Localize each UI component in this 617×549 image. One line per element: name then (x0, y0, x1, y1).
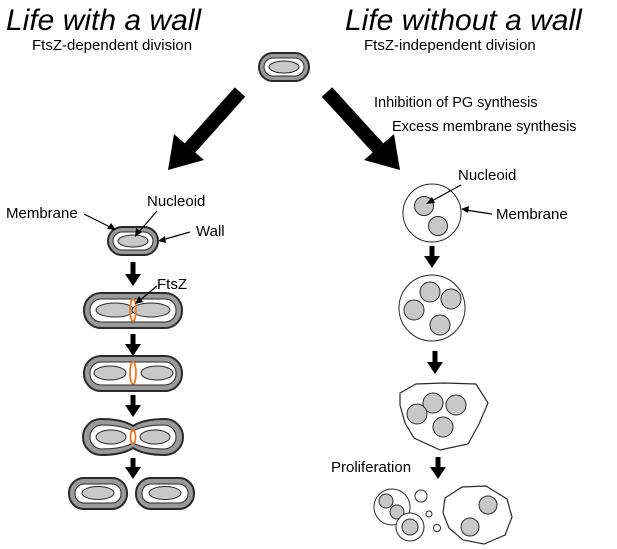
subtitle-right: FtsZ-independent division (364, 37, 536, 54)
label-membrane-left: Membrane (6, 205, 78, 222)
vesicle-3 (433, 524, 441, 532)
vesicle-2 (425, 510, 433, 518)
walled-cell-3 (83, 355, 183, 392)
label-nucleoid-right: Nucleoid (458, 167, 516, 184)
progeny-cell-small-2 (395, 512, 425, 542)
pointer-nucleoid-right (426, 184, 462, 204)
small-arrow-left-4 (125, 458, 141, 479)
condition-membrane: Excess membrane synthesis (392, 119, 577, 135)
pointer-wall (158, 231, 191, 243)
lform-cell-3 (399, 382, 489, 451)
daughter-cell-1 (68, 477, 128, 510)
small-arrow-left-1 (125, 262, 141, 286)
small-arrow-right-2 (427, 351, 443, 374)
subtitle-left: FtsZ-dependent division (32, 37, 192, 54)
title-right: Life without a wall (345, 4, 583, 37)
small-arrow-right-1 (424, 246, 440, 268)
ftsz-ring (129, 298, 137, 322)
vesicle-1 (414, 489, 428, 503)
condition-pg: Inhibition of PG synthesis (374, 95, 538, 111)
label-wall: Wall (196, 223, 225, 240)
pointer-membrane-right (461, 206, 493, 215)
small-arrow-right-3 (430, 457, 446, 479)
top-walled-cell (258, 52, 310, 82)
label-membrane-right: Membrane (496, 206, 568, 223)
small-arrow-left-2 (125, 334, 141, 356)
walled-cell-1 (107, 226, 159, 256)
pointer-nucleoid-left (135, 210, 158, 237)
small-arrow-left-3 (125, 395, 141, 417)
big-arrow-right (321, 87, 400, 170)
label-ftsz: FtsZ (157, 276, 187, 293)
walled-cell-4 (82, 417, 184, 457)
pointer-membrane-left (83, 213, 116, 230)
walled-cell-2 (83, 292, 183, 329)
pointer-ftsz (135, 285, 158, 304)
title-left: Life with a wall (6, 4, 202, 37)
progeny-cell-large (442, 485, 513, 545)
label-proliferation: Proliferation (331, 459, 411, 476)
lform-cell-1 (402, 183, 462, 243)
lform-cell-2 (398, 274, 466, 342)
daughter-cell-2 (135, 477, 195, 510)
big-arrow-left (168, 87, 246, 170)
label-nucleoid-left: Nucleoid (147, 193, 205, 210)
